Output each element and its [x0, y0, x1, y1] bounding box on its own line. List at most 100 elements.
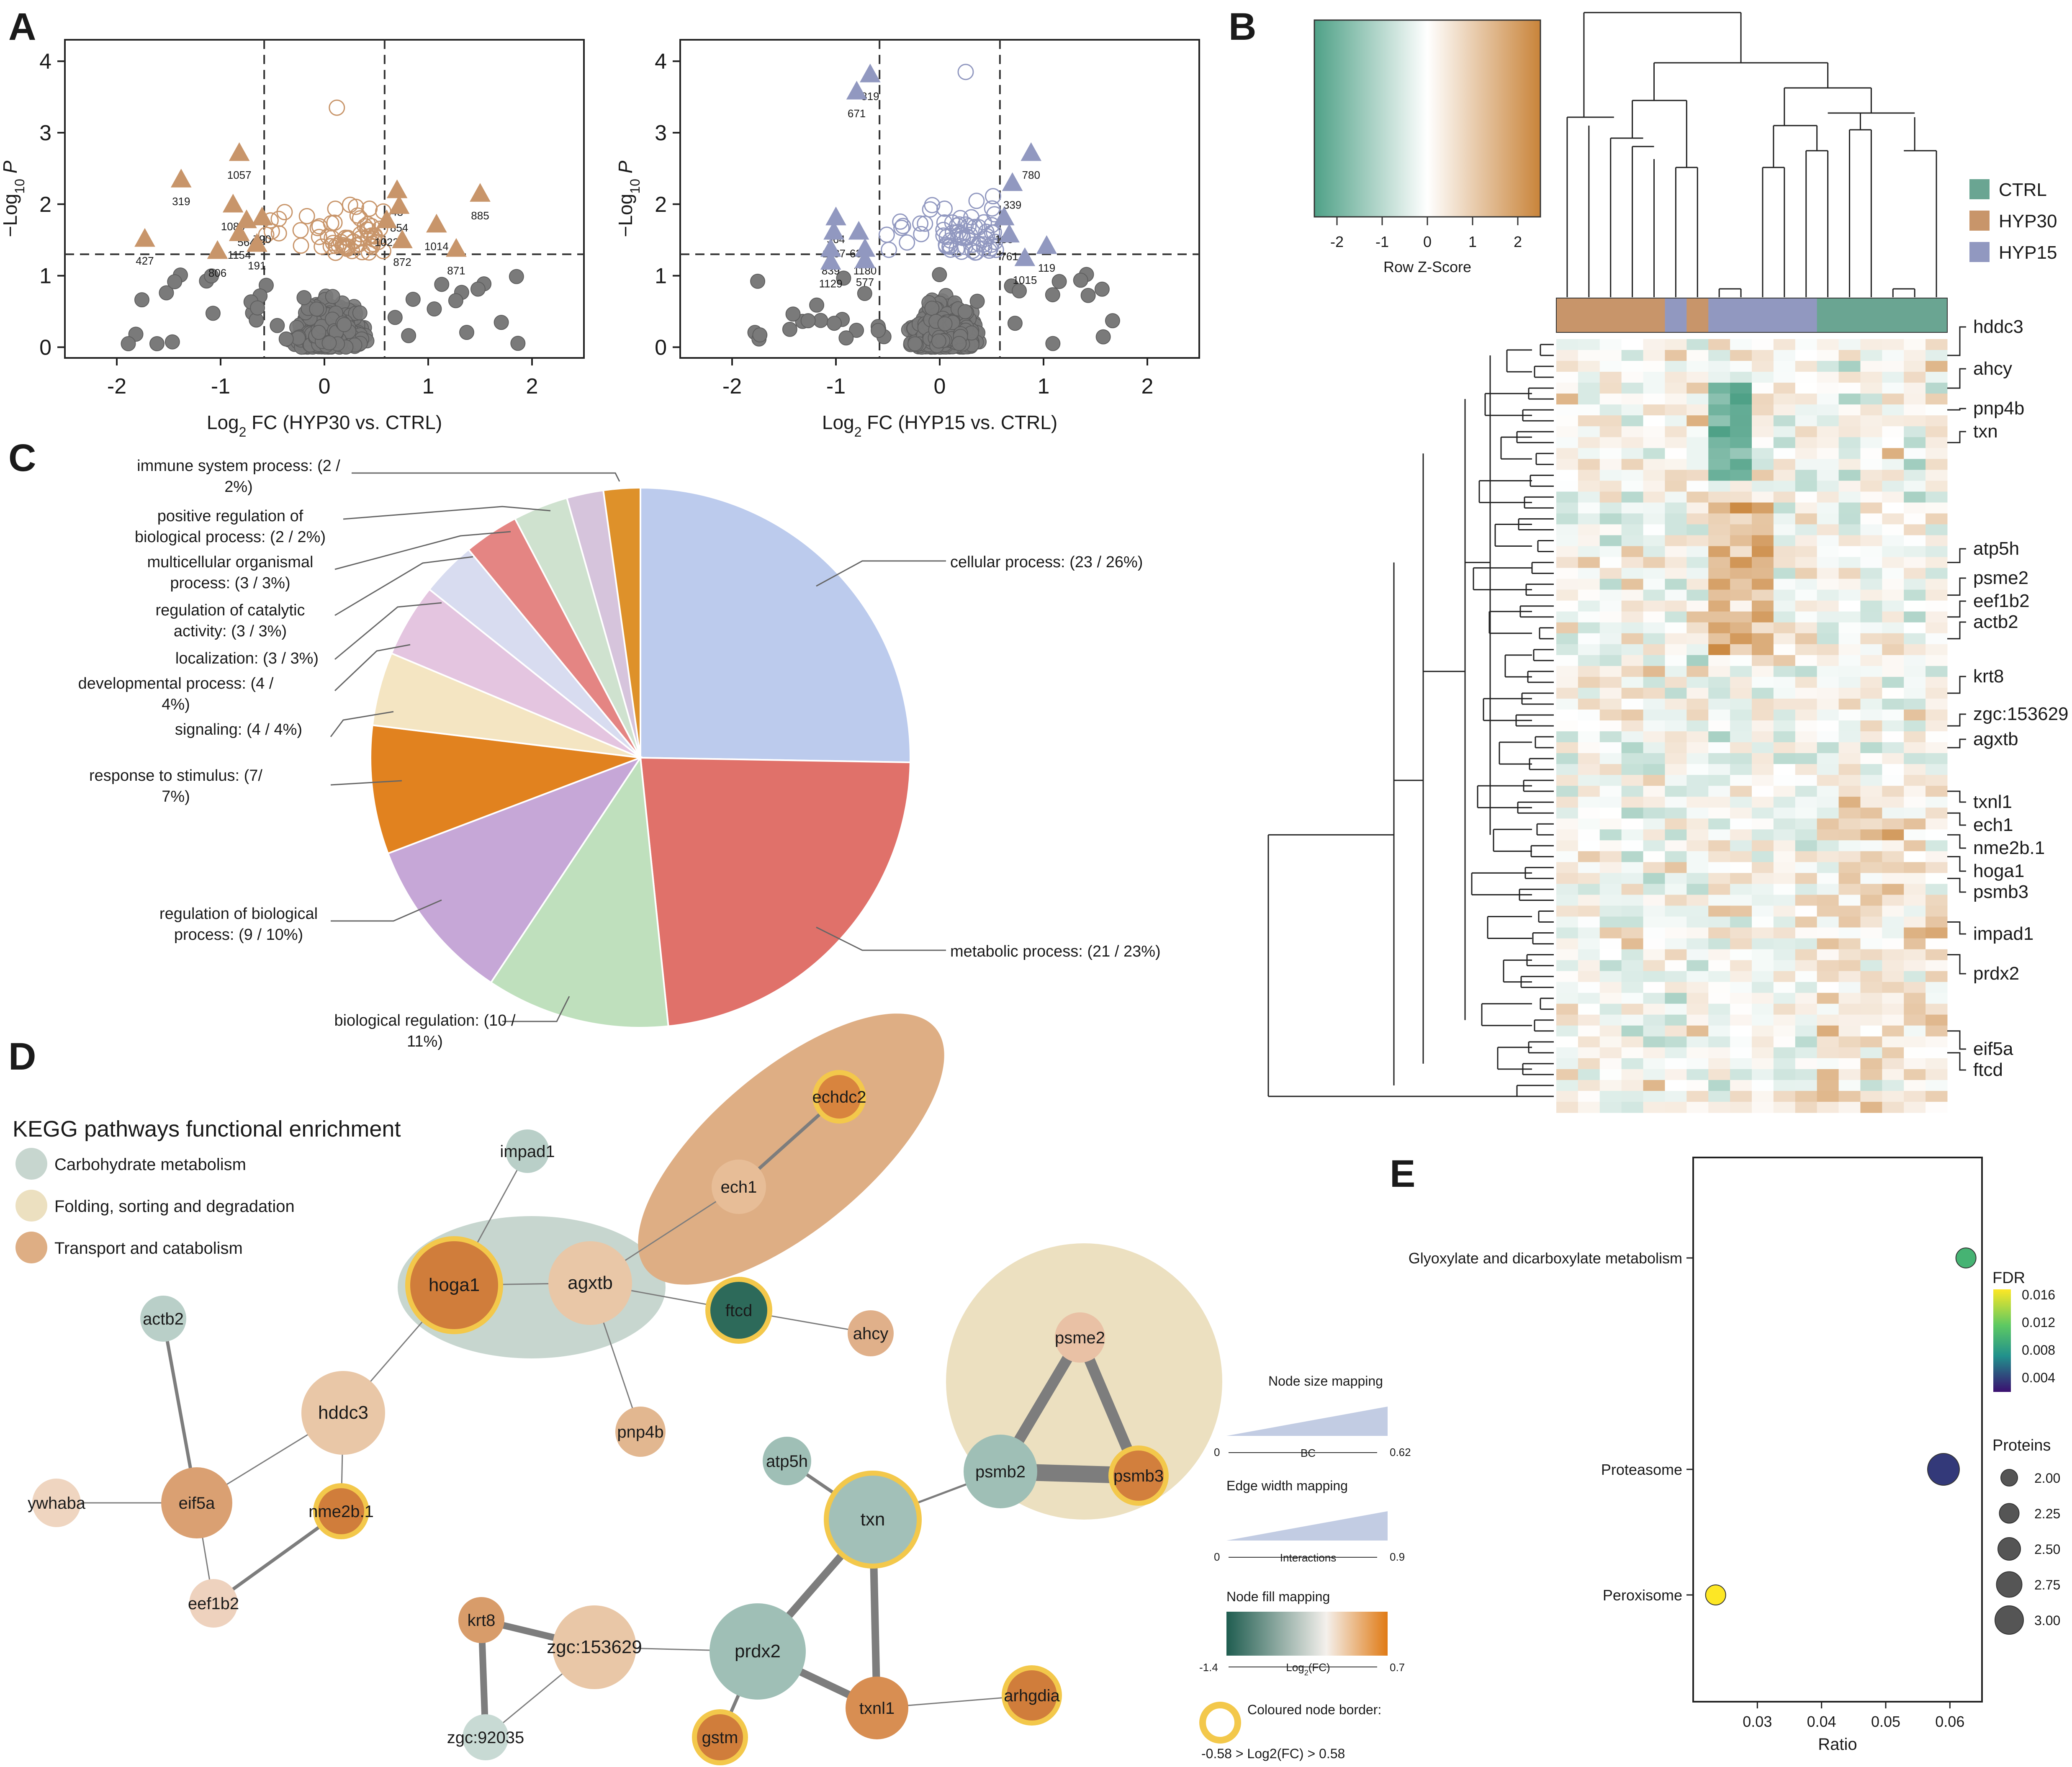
heatmap-cell [1643, 764, 1665, 775]
heatmap-cell [1838, 1003, 1861, 1015]
heatmap-cell [1643, 1003, 1665, 1015]
heatmap-cell [1904, 731, 1926, 743]
heatmap-cell [1773, 775, 1796, 786]
heatmap-cell [1643, 1047, 1665, 1059]
edge-width-mapping-title: Edge width mapping [1226, 1478, 1348, 1493]
heatmap-cell [1621, 513, 1644, 525]
heatmap-cell [1860, 676, 1882, 688]
heatmap-cell [1795, 524, 1817, 536]
heatmap-cell [1578, 1091, 1600, 1102]
heatmap-cell [1665, 786, 1687, 797]
heatmap-cell [1860, 818, 1882, 830]
heatmap-cell [1925, 687, 1948, 699]
non-significant-point [159, 285, 174, 301]
heatmap-cell [1817, 1069, 1839, 1080]
heatmap-cell [1599, 600, 1622, 612]
heatmap-cell [1773, 611, 1796, 623]
row-label-leader [1947, 326, 1966, 356]
fdr-tick-label: 0.012 [2022, 1315, 2055, 1330]
heatmap-cell [1817, 611, 1839, 623]
heatmap-cell [1904, 1025, 1926, 1037]
heatmap-cell [1665, 916, 1687, 928]
heatmap-cell [1665, 589, 1687, 601]
heatmap-cell [1882, 415, 1904, 427]
row-label: impad1 [1973, 923, 2033, 944]
heatmap-cell [1904, 829, 1926, 841]
heatmap-cell [1708, 459, 1730, 470]
heatmap-cell [1860, 938, 1882, 950]
heatmap-cell [1817, 513, 1839, 525]
heatmap-cell [1621, 709, 1644, 721]
non-significant-point [121, 336, 136, 352]
column-group-cell [1838, 298, 1861, 332]
heatmap-cell [1882, 862, 1904, 873]
heatmap-cell [1925, 829, 1948, 841]
heatmap-cell [1599, 502, 1622, 514]
heatmap-cell [1686, 1025, 1709, 1037]
heatmap-cell [1556, 709, 1578, 721]
heatmap-cell [1752, 698, 1774, 710]
network-node-label: ahcy [853, 1325, 889, 1343]
heatmap-cell [1599, 437, 1622, 448]
heatmap-cell [1599, 524, 1622, 536]
heatmap-cell [1752, 808, 1774, 819]
heatmap-cell [1665, 524, 1687, 536]
x-tick-label: -2 [722, 374, 742, 399]
heatmap-cell [1882, 339, 1904, 350]
pie-slice-label: response to stimulus: (7/ [89, 767, 262, 784]
heatmap-cell [1686, 557, 1709, 568]
heatmap-cell [1795, 589, 1817, 601]
heatmap-cell [1817, 731, 1839, 743]
protein-id-label: 427 [136, 255, 154, 267]
heatmap-cell [1773, 1069, 1796, 1080]
non-significant-point [459, 325, 474, 340]
heatmap-cell [1752, 383, 1774, 394]
heatmap-cell [1643, 698, 1665, 710]
heatmap-cell [1643, 437, 1665, 448]
heatmap-cell [1752, 1058, 1774, 1070]
heatmap-cell [1838, 982, 1861, 993]
heatmap-cell [1773, 394, 1796, 405]
heatmap-cell [1795, 459, 1817, 470]
heatmap-cell [1752, 437, 1774, 448]
heatmap-cell [1838, 579, 1861, 590]
heatmap-cell [1578, 709, 1600, 721]
heatmap-cell [1817, 644, 1839, 656]
heatmap-cell [1860, 927, 1882, 939]
heatmap-cell [1860, 1080, 1882, 1091]
heatmap-cell [1860, 971, 1882, 983]
heatmap-cell [1838, 905, 1861, 917]
heatmap-cell [1708, 666, 1730, 677]
heatmap-cell [1730, 1080, 1752, 1091]
heatmap-cell [1795, 720, 1817, 732]
heatmap-cell [1599, 720, 1622, 732]
heatmap-cell [1882, 971, 1904, 983]
heatmap-cell [1665, 350, 1687, 361]
heatmap-cell [1708, 415, 1730, 427]
non-significant-point [387, 310, 403, 325]
heatmap-cell [1838, 960, 1861, 972]
heatmap-cell [1752, 1014, 1774, 1026]
heatmap-cell [1904, 426, 1926, 437]
heatmap-cell [1578, 415, 1600, 427]
heatmap-cell [1882, 491, 1904, 503]
heatmap-cell [1730, 448, 1752, 459]
heatmap-cell [1730, 840, 1752, 851]
heatmap-cell [1860, 415, 1882, 427]
protein-id-label: 885 [471, 209, 489, 222]
heatmap-cell [1643, 982, 1665, 993]
non-significant-point [250, 300, 265, 316]
heatmap-cell [1578, 655, 1600, 666]
heatmap-cell [1773, 1091, 1796, 1102]
heatmap-cell [1730, 862, 1752, 873]
heatmap-cell [1665, 600, 1687, 612]
heatmap-cell [1925, 633, 1948, 645]
significant-p-point [293, 237, 309, 254]
row-label: ftcd [1973, 1060, 2003, 1080]
heatmap-cell [1904, 840, 1926, 851]
heatmap-cell [1730, 808, 1752, 819]
non-significant-point [782, 322, 797, 337]
heatmap-cell [1817, 524, 1839, 536]
protein-id-label: 577 [856, 276, 874, 288]
heatmap-cell [1686, 448, 1709, 459]
